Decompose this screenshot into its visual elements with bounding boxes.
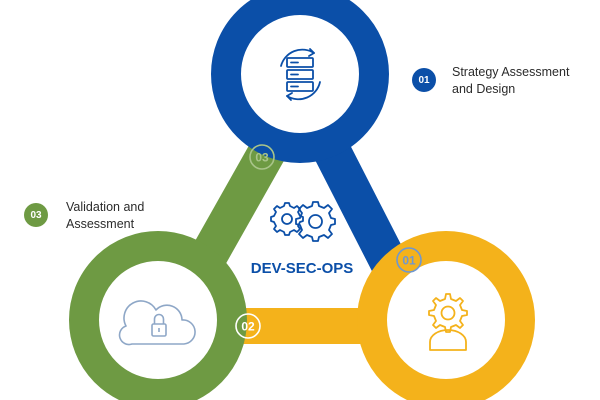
cloud-lock-icon [118, 300, 196, 346]
stage-label-03-text: Validation and Assessment [66, 200, 145, 231]
person-gear-icon [428, 293, 468, 351]
connector-number-03-text: 03 [255, 151, 269, 165]
connector-number-01: 01 [396, 247, 422, 273]
stage-badge-03: 03 [24, 203, 48, 227]
stage-label-03: 03 Validation and Assessment [24, 199, 176, 233]
server-sync-icon [280, 48, 321, 101]
stage-badge-01: 01 [412, 68, 436, 92]
gears-icon [270, 201, 336, 242]
stage-label-01: 01 Strategy Assessment and Design [412, 64, 600, 98]
connector-number-03: 03 [249, 144, 275, 170]
ring-blue [211, 0, 389, 163]
connector-number-01-text: 01 [402, 254, 416, 268]
stage-label-01-text: Strategy Assessment and Design [452, 65, 570, 96]
connector-number-02-text: 02 [241, 320, 255, 334]
center-title: DEV-SEC-OPS [251, 260, 354, 277]
connector-number-02: 02 [235, 313, 261, 339]
ring-green [69, 231, 247, 400]
